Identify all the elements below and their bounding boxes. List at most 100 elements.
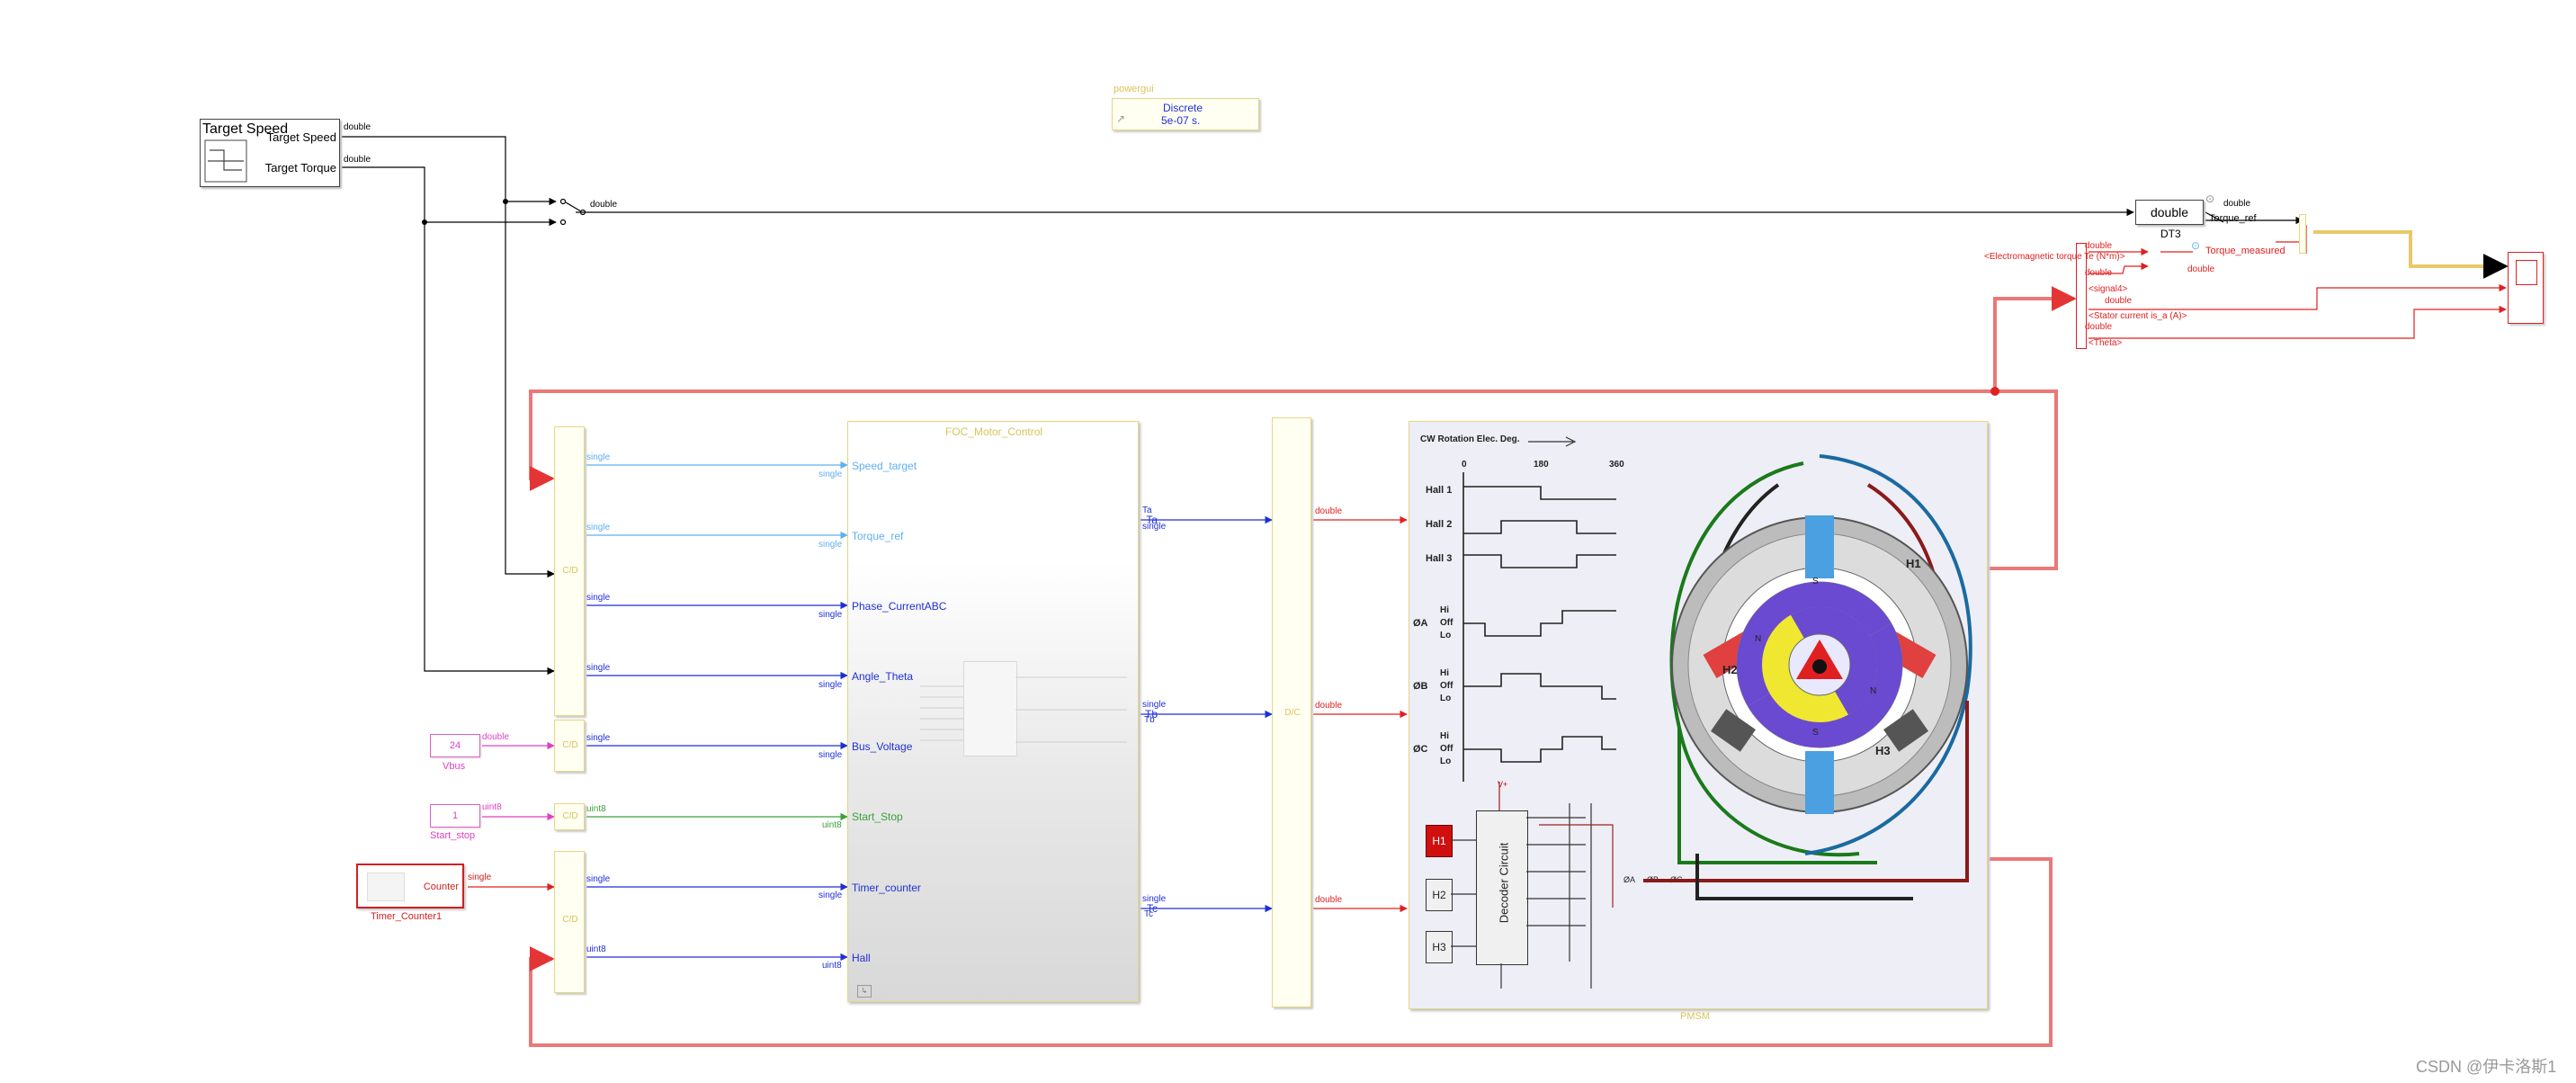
cd-sig-7: uint8	[586, 944, 606, 954]
decoder-wiring	[1451, 782, 1614, 989]
phase-out-a: ØA	[1623, 875, 1636, 884]
level-off-c: Off	[1440, 744, 1453, 754]
powergui-block[interactable]: Discrete 5e-07 s. ↗	[1112, 98, 1259, 130]
vbus-constant[interactable]: 24	[430, 734, 480, 757]
scope-block[interactable]	[2508, 252, 2544, 324]
foc-inner-lines	[920, 676, 1127, 743]
foc-inner-preview	[963, 661, 1017, 756]
mux-small[interactable]	[2299, 214, 2306, 254]
cd-sig-4: single	[586, 733, 611, 743]
foc-in-type-3: single	[818, 680, 843, 690]
manual-switch[interactable]	[559, 198, 586, 226]
scope-screen-icon	[2516, 260, 2537, 285]
foc-out-ta: Ta	[1146, 514, 1158, 526]
pmsm-rotation-label: CW Rotation Elec. Deg.	[1420, 434, 1520, 444]
cd-converter-2[interactable]: C/D	[554, 720, 585, 772]
vbus-sig: double	[482, 732, 510, 742]
level-hi-c: Hi	[1440, 731, 1449, 741]
target-wires[interactable]	[342, 136, 2224, 676]
level-off-b: Off	[1440, 681, 1453, 691]
pmsm-block[interactable]: CW Rotation Elec. Deg. 0 180 360 Hall 1 …	[1409, 421, 1988, 1009]
timer-sig: single	[468, 873, 492, 882]
bldc-motor-illustration	[1643, 454, 1972, 900]
cd-converter-1[interactable]: C/D	[554, 426, 585, 716]
hall-box-h1-label: H1	[1432, 835, 1446, 847]
wireless-icon-2: ⊙	[2191, 239, 2201, 252]
dt3-block[interactable]: double	[2135, 200, 2204, 225]
pole-n-left: N	[1755, 634, 1762, 644]
timer-icon	[367, 873, 405, 901]
bus-theta: <Theta>	[2089, 338, 2123, 348]
foc-out-tb: Tb	[1144, 708, 1158, 721]
foc-in-type-5: uint8	[822, 820, 842, 830]
subsystem-link-icon: ↳	[857, 985, 872, 998]
level-lo-a: Lo	[1440, 631, 1452, 640]
foc-in-type-2: single	[818, 610, 843, 620]
tick-0: 0	[1462, 460, 1467, 470]
tc-out-type: single	[1142, 894, 1167, 904]
foc-in-hall: Hall	[852, 952, 871, 964]
cd-sig-6: single	[586, 874, 611, 884]
hall-box-h1: H1	[1426, 825, 1453, 857]
bus-selector[interactable]	[2076, 243, 2087, 349]
decoder-circuit: Decoder Circuit	[1476, 810, 1528, 965]
vbus-name: Vbus	[443, 761, 466, 772]
cd-sig-0: single	[586, 452, 611, 462]
timer-name: Timer_Counter1	[371, 911, 443, 922]
tick-180: 180	[1534, 460, 1549, 470]
hall-timing-waveforms	[1462, 472, 1616, 782]
vbus-value: 24	[449, 740, 461, 751]
start-stop-constant[interactable]: 1	[430, 804, 480, 828]
phase-c-row: ØC	[1413, 744, 1428, 755]
meas-sig-b: double	[2085, 268, 2113, 278]
cd-converter-3-label: C/D	[562, 811, 578, 821]
hall-box-h2-label: H2	[1432, 889, 1446, 901]
dt3-out-sig: double	[2223, 199, 2251, 209]
foc-in-angle-theta: Angle_Theta	[852, 670, 914, 683]
foc-in-type-1: single	[818, 540, 843, 550]
foc-out-tc: Tc	[1147, 902, 1158, 915]
cd-converter-2-label: C/D	[562, 740, 578, 750]
foc-motor-control-block[interactable]: FOC_Motor_Control Speed_target Torque_re…	[847, 421, 1158, 1002]
target-speed-sig: double	[344, 122, 371, 132]
vplus-label: V+	[1498, 780, 1508, 789]
start-stop-name: Start_stop	[430, 830, 476, 841]
timer-port: Counter	[423, 882, 459, 892]
switch-output-sig: double	[590, 200, 618, 210]
powergui-name: powergui	[1114, 84, 1154, 94]
pole-s-bottom: S	[1812, 728, 1819, 738]
meas-sig-c: double	[2187, 264, 2215, 274]
tb-out-type: single	[1142, 700, 1167, 710]
foc-in-type-0: single	[818, 470, 843, 479]
cd-sig-5: uint8	[586, 804, 606, 814]
level-hi-b: Hi	[1440, 668, 1449, 678]
tc-out-label: Tc	[1144, 909, 1153, 919]
level-lo-b: Lo	[1440, 694, 1452, 703]
cd-sig-3: single	[586, 663, 611, 673]
target-speed-block[interactable]: Target Speed Target Speed Target Torque	[200, 119, 340, 187]
dc-converter-right-label: D/C	[1284, 708, 1301, 718]
start-stop-value: 1	[452, 810, 459, 821]
tick-360: 360	[1609, 460, 1624, 470]
hall3-row: Hall 3	[1426, 553, 1453, 564]
target-torque-sig: double	[344, 155, 371, 165]
timer-counter-block[interactable]: Counter	[356, 864, 464, 908]
dc-converter-right[interactable]: D/C	[1272, 417, 1311, 1007]
cd-converter-3[interactable]: C/D	[554, 803, 585, 830]
hall-box-h3-label: H3	[1432, 941, 1446, 953]
bus-stator-current: <Stator current is_a (A)>	[2089, 311, 2187, 321]
meas-sig-a: double	[2085, 241, 2113, 251]
bus-stator-type: double	[2085, 322, 2113, 332]
hall-box-h2: H2	[1426, 879, 1453, 911]
cd-converter-1-label: C/D	[562, 566, 578, 576]
watermark: CSDN @伊卡洛斯1	[2416, 1058, 2557, 1076]
cd-converter-4-label: C/D	[562, 915, 578, 925]
foc-title: FOC_Motor_Control	[945, 425, 1043, 438]
bus-signal4-type: double	[2105, 296, 2133, 306]
dc-right-sig-b: double	[1315, 701, 1343, 711]
cd-converter-4[interactable]: C/D	[554, 851, 585, 993]
ta-out-type: single	[1142, 522, 1167, 532]
target-speed-port: Target Speed	[266, 130, 336, 144]
motor-hall-h3: H3	[1875, 744, 1891, 757]
dt3-label: double	[2150, 205, 2189, 219]
